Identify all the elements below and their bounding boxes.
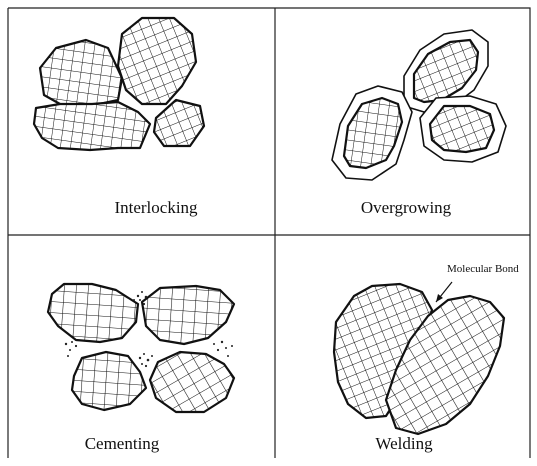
grain-top-right (118, 18, 196, 104)
grain-top-left (40, 40, 122, 106)
panel-welding: Molecular Bond Welding (334, 263, 519, 453)
caption-interlocking: Interlocking (114, 198, 198, 217)
grain-right (430, 106, 494, 152)
interlocking-grains (34, 18, 204, 150)
cementing-grains (48, 284, 234, 412)
overgrowing-grains (332, 30, 506, 180)
welding-grains (334, 284, 504, 434)
caption-overgrowing: Overgrowing (361, 198, 452, 217)
panel-overgrowing: Overgrowing (332, 30, 506, 217)
panel-interlocking: Interlocking (34, 18, 204, 217)
grain-bottom-left (72, 352, 146, 410)
grain-bottom-right (154, 100, 204, 146)
annotation-molecular-bond: Molecular Bond (447, 263, 519, 275)
panel-cementing: Cementing (48, 284, 234, 453)
grain-top-left (48, 284, 138, 342)
grain-bottom-left (34, 102, 150, 150)
caption-cementing: Cementing (85, 434, 160, 453)
grain-bottom-right (150, 352, 234, 412)
grain-top-right (142, 286, 234, 344)
caption-welding: Welding (375, 434, 433, 453)
